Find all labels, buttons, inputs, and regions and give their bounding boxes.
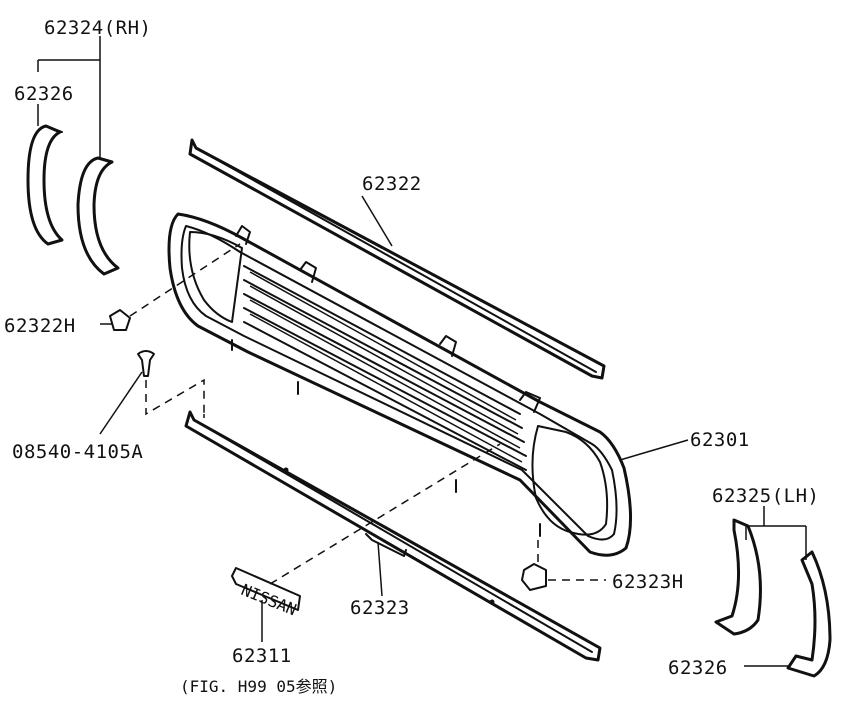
- upper-molding-62322: [188, 138, 606, 380]
- label-62323h: 62323H: [612, 571, 684, 593]
- label-62325-lh: 62325(LH): [712, 485, 819, 507]
- label-62322h: 62322H: [4, 315, 76, 337]
- emblem-text: NISSAN: [239, 580, 300, 619]
- label-62311: 62311: [232, 645, 292, 667]
- screw-08540: [99, 350, 205, 435]
- clip-62323h: [521, 540, 606, 591]
- label-62324-rh: 62324(RH): [44, 17, 151, 39]
- label-62301: 62301: [690, 429, 750, 451]
- label-62326-top: 62326: [14, 83, 74, 105]
- lower-molding-62323: [184, 410, 602, 662]
- label-08540-4105a: 08540-4105A: [12, 441, 143, 463]
- rh-molding-pair: [26, 36, 120, 276]
- clip-62322h: [100, 243, 241, 331]
- label-62326-bottom: 62326: [668, 657, 728, 679]
- label-62323: 62323: [350, 597, 410, 619]
- lh-molding-pair: [714, 506, 832, 678]
- label-62311-reference: (FIG. H99 05参照): [180, 677, 337, 696]
- label-62322: 62322: [362, 173, 422, 195]
- grille-frame-62301: [167, 212, 689, 557]
